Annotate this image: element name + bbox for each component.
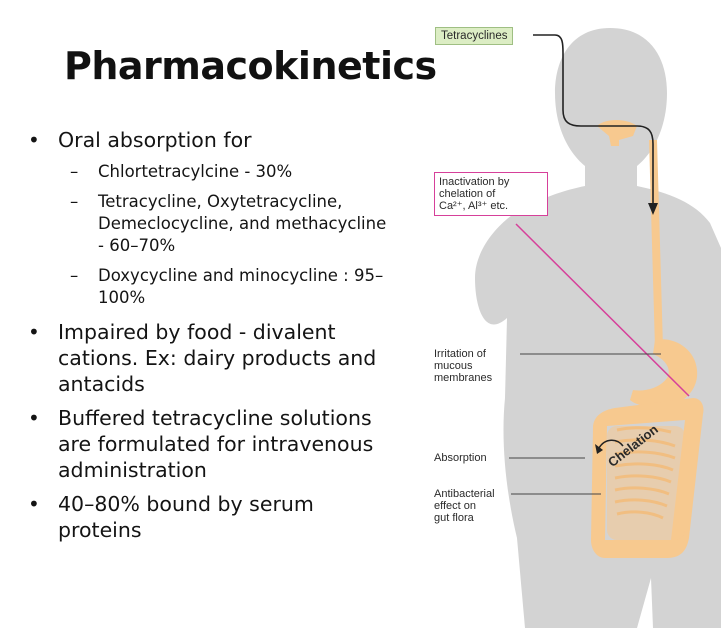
inactivation-line1: Inactivation by — [439, 176, 510, 188]
inactivation-line2: chelation of — [439, 188, 496, 200]
irritation-line3: membranes — [434, 372, 493, 384]
slide-title: Pharmacokinetics — [64, 44, 437, 88]
inactivation-leader-line — [515, 223, 690, 397]
tetracyclines-label: Tetracyclines — [435, 27, 514, 45]
antibacterial-line1: Antibacterial — [434, 488, 495, 500]
small-intestine-fill — [607, 426, 685, 540]
bullet-oral-absorption: Oral absorption for — [28, 127, 388, 153]
sub-bullet-doxycycline: Doxycycline and minocycline : 95–100% — [70, 265, 388, 309]
irritation-line1: Irritation of — [434, 348, 486, 360]
antibacterial-line3: gut flora — [434, 512, 474, 524]
absorption-label: Absorption — [434, 452, 487, 464]
irritation-label: Irritation of mucous membranes — [434, 348, 492, 384]
absorption-curve-arrow — [598, 439, 624, 449]
sub-bullet-tetracycline: Tetracycline, Oxytetracycline, Demeclocy… — [70, 191, 388, 257]
sub-bullet-chlortetracycline: Chlortetracylcine - 30% — [70, 161, 388, 183]
bullet-impaired-by-food: Impaired by food - divalent cations. Ex:… — [28, 319, 388, 397]
arrow-head — [648, 203, 658, 215]
sub-bullet-list: Chlortetracylcine - 30% Tetracycline, Ox… — [28, 161, 388, 309]
gi-tract-figure: Tetracyclines Inactivation by chelation … — [405, 18, 721, 628]
ingestion-arrow — [533, 34, 654, 203]
body-illustration — [475, 28, 721, 628]
stomach-shape — [630, 339, 698, 407]
absorption-arrow-head — [595, 444, 603, 454]
bullet-protein-binding: 40–80% bound by serum proteins — [28, 491, 388, 543]
inactivation-line3: Ca²⁺, Al³⁺ etc. — [439, 200, 509, 212]
bullet-buffered-solutions: Buffered tetracycline solutions are form… — [28, 405, 388, 483]
bullet-list: Oral absorption for Chlortetracylcine - … — [28, 127, 388, 551]
antibacterial-label: Antibacterial effect on gut flora — [434, 488, 495, 524]
antibacterial-line2: effect on — [434, 500, 476, 512]
irritation-line2: mucous — [434, 360, 473, 372]
inactivation-label: Inactivation by chelation of Ca²⁺, Al³⁺ … — [434, 172, 548, 216]
